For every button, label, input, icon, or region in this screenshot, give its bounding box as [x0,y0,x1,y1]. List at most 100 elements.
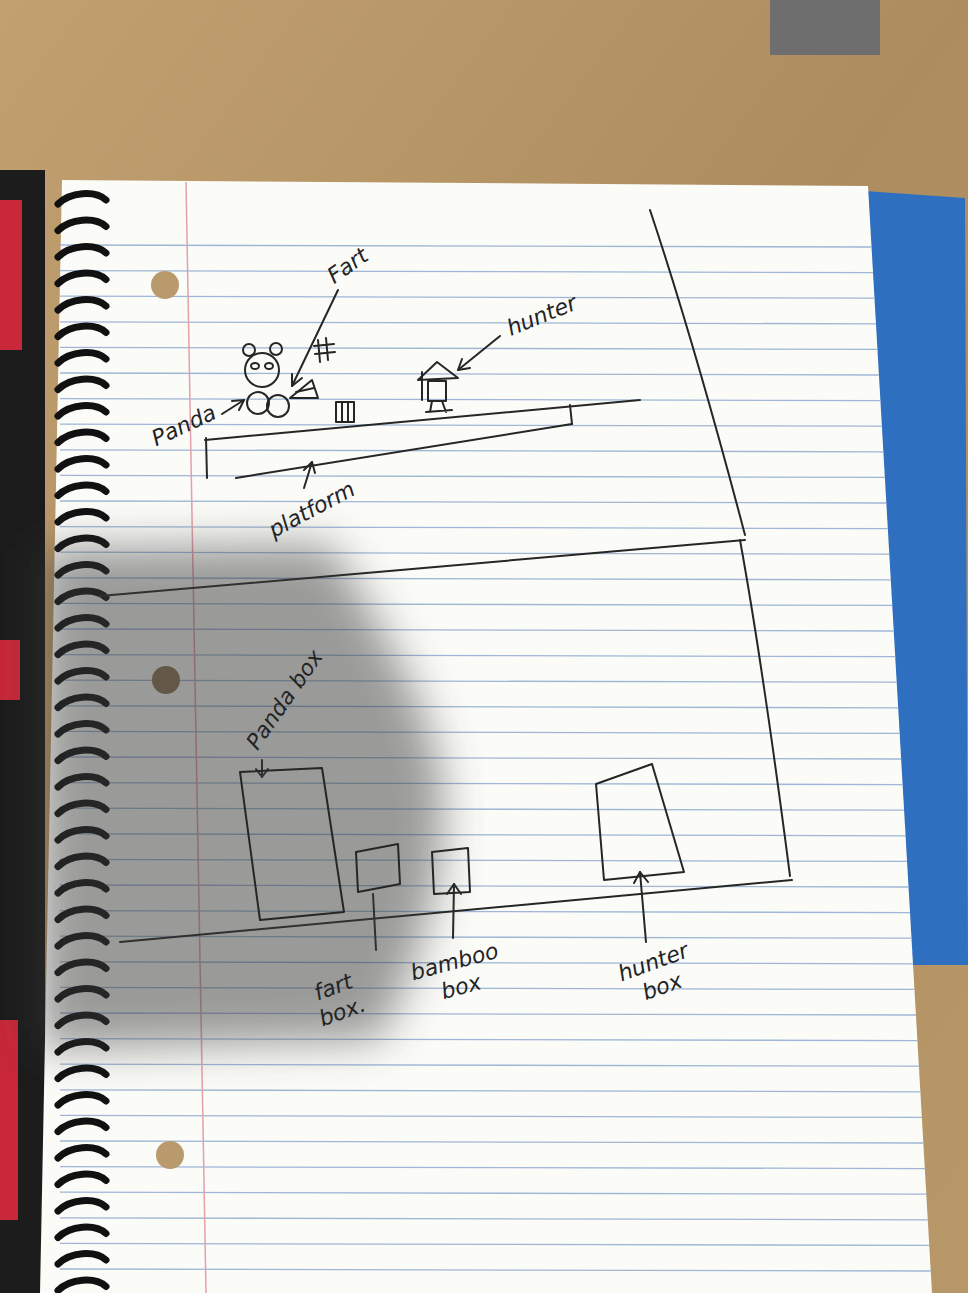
arrow-head [304,462,315,473]
ruled-line [60,1192,926,1194]
spiral-ring [58,1227,106,1237]
leader-line [222,400,244,414]
hunter-gun [421,372,423,400]
ruled-line [60,322,876,324]
frame-line [650,210,745,535]
callout-label: Panda [148,400,221,453]
platform-line [205,400,640,440]
box-outline [594,764,688,882]
ruled-line [60,450,883,452]
spiral-ring [58,512,106,522]
ruled-line [60,271,873,273]
bamboo-sketch [342,402,348,422]
sketch-box: hunter box [594,764,688,882]
cover-red [0,640,20,700]
paper-sheet [40,180,932,1293]
panda-body [247,392,269,414]
box-outline [354,844,402,894]
panda-eye [265,363,273,369]
arrow-head [232,400,244,410]
ruled-line [60,245,871,247]
panda-ear [270,343,282,355]
spiral-ring [58,379,106,389]
shadow [40,544,444,1050]
arrow-head [458,359,470,370]
spiral-ring [58,1095,106,1105]
platform-line [236,424,572,478]
spiral-ring [58,1148,106,1158]
ruled-line [60,399,880,401]
fart-mark [314,338,335,362]
spiral-ring [58,326,106,336]
ruled-line [60,1218,928,1220]
ruled-line [60,1141,923,1143]
bamboo-sketch [336,402,354,422]
ruled-line [60,1064,919,1066]
spiral-ring [58,1174,106,1184]
ruled-line [60,1167,925,1169]
hunter-body [428,381,446,401]
device-corner [770,0,880,55]
platform-line [570,405,572,424]
ruled-line [60,501,886,503]
spiral-ring [58,220,106,230]
box-label: hunter box [611,937,704,1014]
sketch-box: bamboo box [430,848,472,896]
spiral-ring [58,485,106,495]
box-label: fart box. [301,965,375,1035]
notebook-cover [0,170,45,1293]
spiral-ring [58,459,106,469]
ruled-line [60,527,888,529]
hunter-hat [418,362,458,380]
callout-label: hunter [503,290,581,342]
panda-eye [251,363,259,369]
ruled-line [60,475,885,477]
box-label: bamboo box [405,937,510,1013]
callout-label: Fart [322,243,373,290]
spiral-ring [58,1068,106,1078]
spiral-ring [58,1121,106,1131]
frame-line [740,540,790,876]
spiral-ring [58,432,106,442]
box-outline [430,848,472,896]
ruled-line [60,1243,929,1245]
ruled-line [60,1090,920,1092]
arrow-head [292,374,302,386]
ruled-line [60,1269,931,1271]
box-outline [240,772,346,922]
spiral-ring [58,300,106,310]
sketch-box: fart box. [354,844,402,894]
leader-line [458,336,500,370]
panda-body [267,395,289,417]
spiral-ring [58,1254,106,1264]
spiral-ring [58,353,106,363]
cover-red [0,200,22,350]
panda-ear [243,344,255,356]
hunter-legs [426,401,452,412]
leader-line [640,872,646,942]
spiral-ring [58,406,106,416]
leader-line [292,290,338,386]
spiral-ring [58,273,106,283]
cover-red [0,1020,18,1220]
punch-hole [151,271,179,299]
spiral-ring [58,1201,106,1211]
ruled-line [60,296,874,298]
ruled-line [60,373,879,375]
punch-hole [156,1141,184,1169]
ruled-line [60,347,877,349]
panda-head [245,353,279,387]
spiral-ring [58,1280,106,1290]
box-label: Panda box [241,645,329,755]
sketch-box: Panda box [240,772,346,922]
spiral-ring [58,247,106,257]
callout-label: platform [264,476,359,543]
platform-line [206,438,207,478]
fart-puff [296,388,314,392]
spiral-ring [58,194,106,204]
spiral-ring [58,538,106,548]
